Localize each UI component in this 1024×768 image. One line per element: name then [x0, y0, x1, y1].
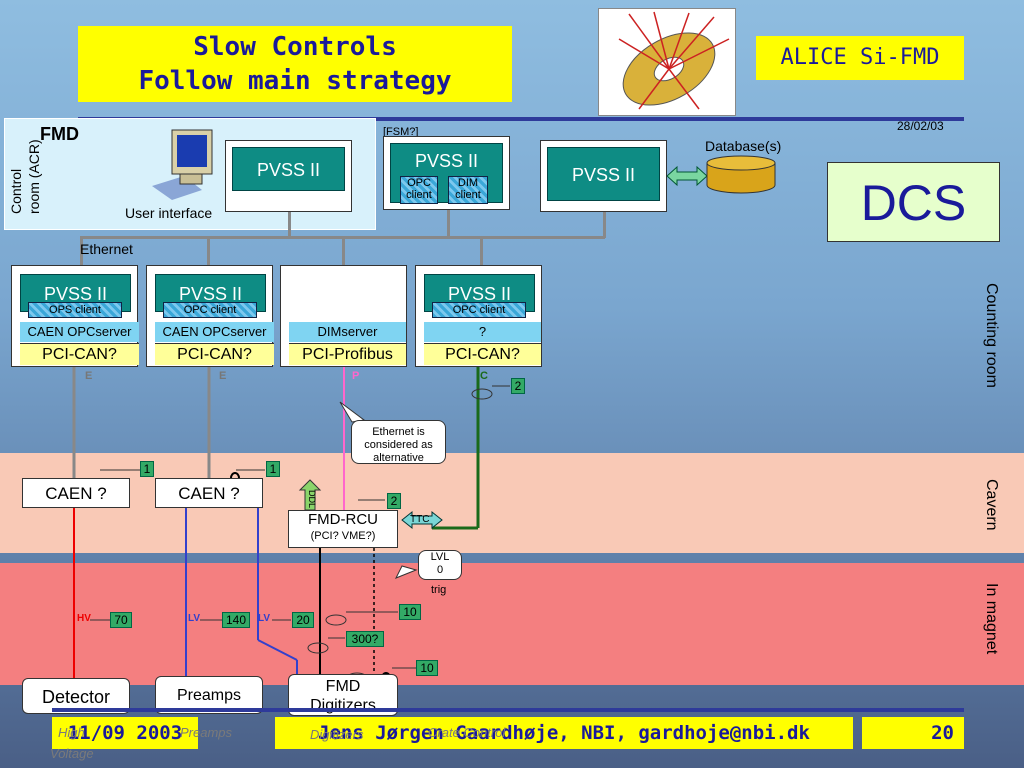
ttc-label: TTC: [410, 514, 430, 525]
pvss-top-1: PVSS II: [225, 140, 352, 212]
eth-drop-2: [447, 210, 450, 238]
ghost-high: High: [58, 725, 85, 740]
ethernet-label: Ethernet: [80, 241, 133, 257]
pvss-top-1-label: PVSS II: [232, 147, 345, 191]
header-rule: [78, 117, 964, 121]
counting-box-3: DIMserver PCI-Profibus: [280, 265, 407, 367]
tag-300: 300?: [346, 631, 384, 647]
opc-client-top: OPC client: [400, 176, 438, 204]
caen-box-2: CAEN ?: [155, 478, 263, 508]
tag-caen-2: 1: [266, 461, 280, 477]
counting-4-bus: PCI-CAN?: [424, 343, 541, 365]
counting-1-bus: PCI-CAN?: [20, 343, 139, 365]
tag-70: 70: [110, 612, 132, 628]
eth-drop-c3: [342, 236, 345, 266]
pvss-top-2: PVSS II OPC client DIM client: [383, 136, 510, 210]
pvss-top-3-label: PVSS II: [547, 147, 660, 201]
counting-box-4: PVSS II OPC client ? PCI-CAN?: [415, 265, 542, 367]
eth-drop-3: [603, 212, 606, 238]
counting-1-server: CAEN OPCserver: [20, 322, 139, 342]
database-icon: [705, 155, 777, 195]
tag-caen-1: 1: [140, 461, 154, 477]
lv-label-2: LV: [258, 613, 271, 624]
lvl0-callout: LVL 0: [418, 550, 462, 580]
fmd-label: FMD: [40, 124, 79, 144]
counting-2-client: OPC client: [163, 302, 257, 318]
ghost-voltage: Voltage: [50, 746, 94, 761]
dcs-box: DCS: [827, 162, 1000, 242]
counting-2-server: CAEN OPCserver: [155, 322, 274, 342]
counting-3-bus: PCI-Profibus: [289, 343, 406, 365]
counting-box-2: PVSS II OPC client CAEN OPCserver PCI-CA…: [146, 265, 274, 367]
date-small: 28/02/03: [897, 119, 944, 133]
footer-rule: [52, 708, 964, 712]
footer-date: 11/09 2003: [52, 717, 198, 749]
fmd-rcu-sub: (PCI? VME?): [310, 530, 376, 542]
eth-drop-c1: [80, 236, 83, 266]
tag-20: 20: [292, 612, 314, 628]
tag-10-a: 10: [399, 604, 421, 620]
preamps-box: Preamps: [155, 676, 263, 714]
ghost-preamps: Preamps: [180, 725, 233, 740]
counting-1-client: OPS client: [28, 302, 122, 318]
tag-rcu: 2: [387, 493, 401, 509]
wire-c: C: [480, 370, 488, 382]
user-interface-label: User interface: [125, 205, 213, 221]
wire-p: P: [352, 370, 360, 382]
counting-2-bus: PCI-CAN?: [155, 343, 274, 365]
tag-140: 140: [222, 612, 250, 628]
lvl0-line2: 0: [436, 564, 444, 576]
lvl0-line1: LVL: [430, 551, 450, 563]
pvss-top-3: PVSS II: [540, 140, 667, 212]
detector-box: Detector: [22, 678, 130, 714]
database-label: Database(s): [705, 138, 782, 154]
eth-drop-1: [288, 212, 291, 238]
tag-c-2: 2: [511, 378, 525, 394]
ddl-label: DDL: [307, 490, 317, 509]
counting-3-server: DIMserver: [289, 322, 406, 342]
alice-label: ALICE Si-FMD: [756, 36, 964, 80]
ghost-crate-control: Crate Control: [428, 725, 506, 740]
ghost-digitizers: Digitizers: [310, 727, 364, 742]
tag-10-b: 10: [416, 660, 438, 676]
lvl0-trig: trig: [431, 584, 447, 596]
footer-page: 20: [862, 717, 964, 749]
magnet-band: [0, 563, 1024, 685]
monitor-icon: [150, 128, 220, 202]
eth-drop-c4: [480, 236, 483, 266]
dim-client-top: DIM client: [448, 176, 488, 204]
hv-label: HV: [77, 613, 91, 624]
caen-box-1: CAEN ?: [22, 478, 130, 508]
counting-box-1: PVSS II OPS client CAEN OPCserver PCI-CA…: [11, 265, 139, 367]
fmd-rcu-box: FMD-RCU (PCI? VME?): [288, 510, 398, 548]
fmd-digitizers-line2: Digitizers: [310, 697, 376, 714]
footer-author: Jens Jørgen Gaardhøje, NBI, gardhoje@nbi…: [275, 717, 853, 749]
eth-drop-c2: [207, 236, 210, 266]
lv-label-1: LV: [188, 613, 201, 624]
fmd-rcu-label: FMD-RCU: [308, 511, 378, 528]
fsm-label: [FSM?]: [383, 126, 419, 138]
slide-title: Slow Controls Follow main strategy: [78, 26, 512, 102]
wire-e-2: E: [219, 370, 227, 382]
title-line1: Slow Controls: [193, 32, 397, 62]
wire-e-1: E: [85, 370, 93, 382]
detector-logo-image: [598, 8, 736, 116]
ethernet-callout: Ethernet is considered as alternative: [351, 420, 446, 464]
title-line2: Follow main strategy: [138, 66, 452, 96]
counting-4-server: ?: [424, 322, 541, 342]
counting-4-client: OPC client: [432, 302, 526, 318]
fmd-digitizers-line1: FMD: [325, 678, 361, 695]
